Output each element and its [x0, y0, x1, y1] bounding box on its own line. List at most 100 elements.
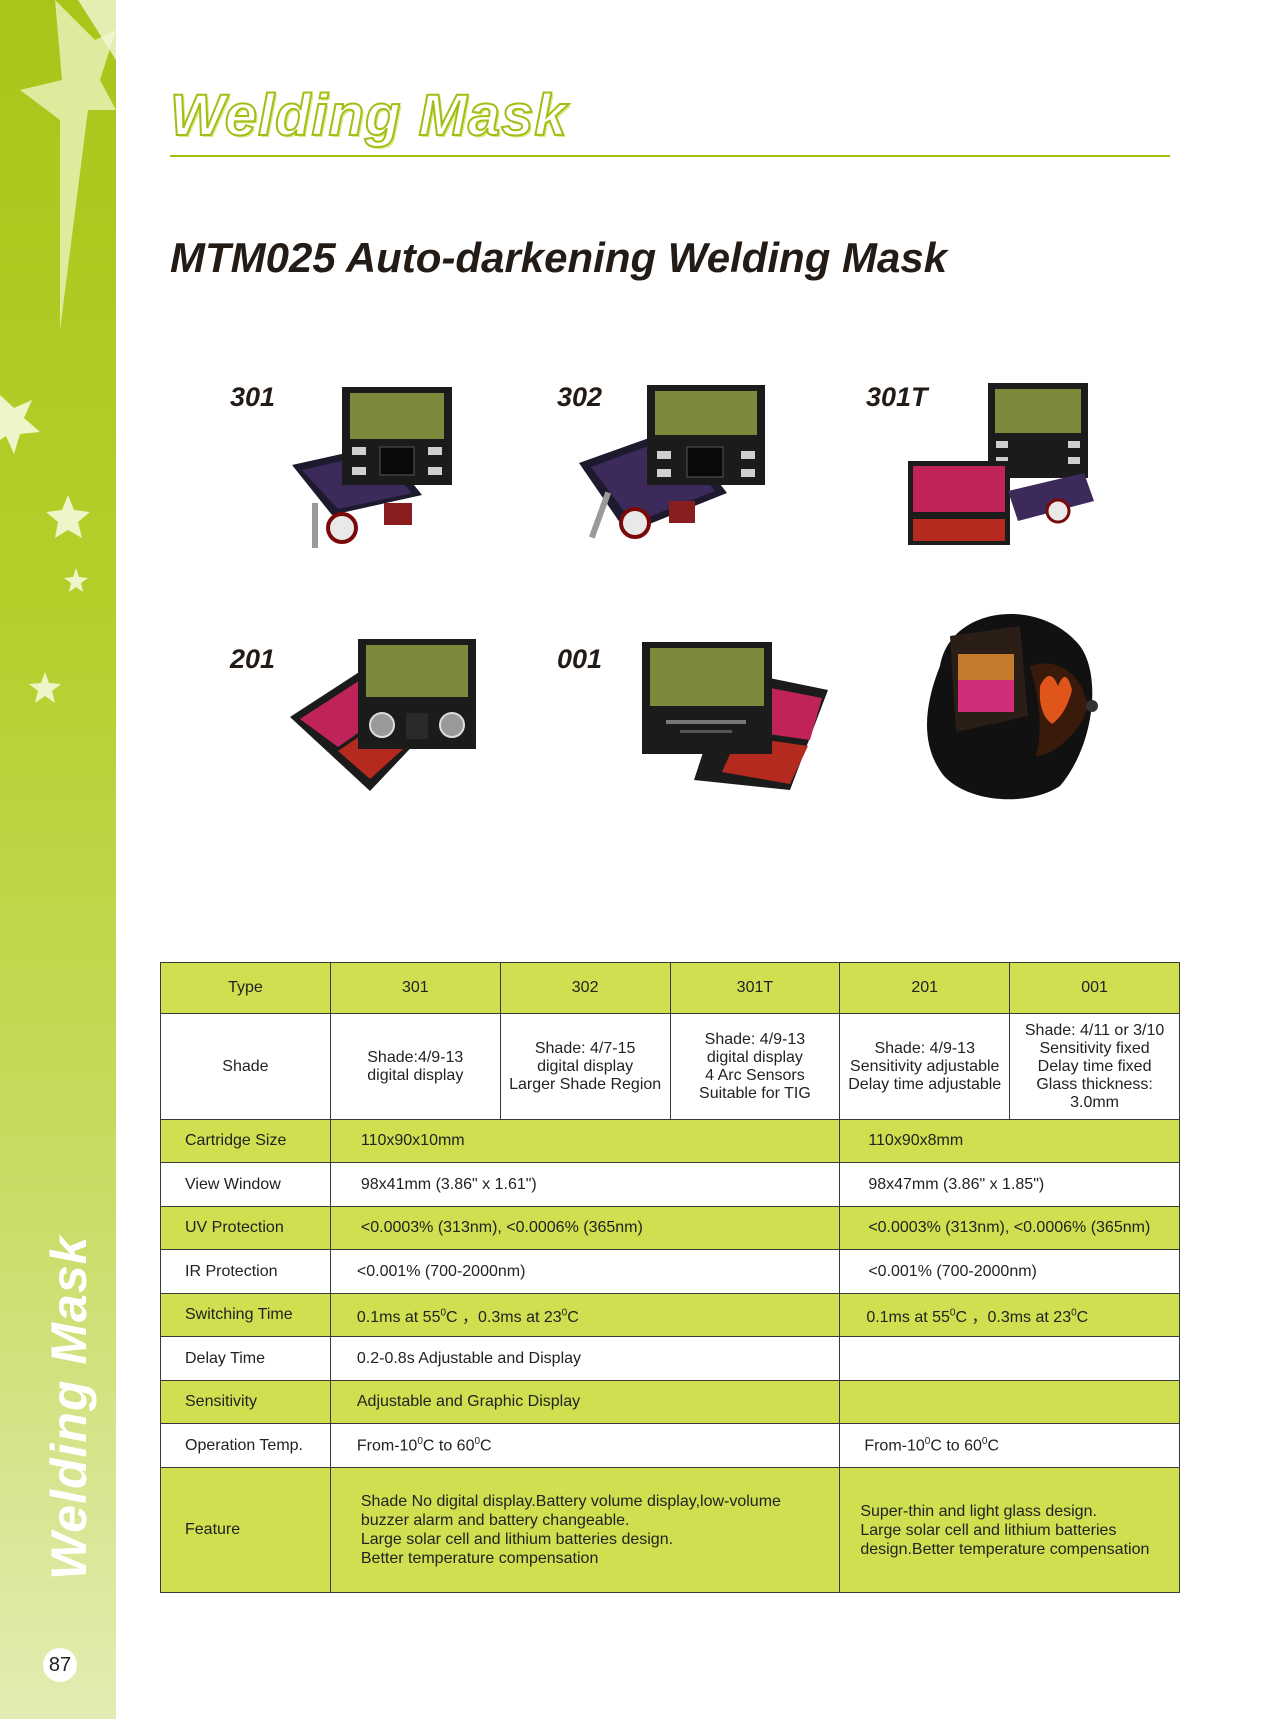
table-row-shade: Shade Shade:4/9-13 digital display Shade… — [160, 1013, 1180, 1120]
cell-line: Better temperature compensation — [360, 1550, 599, 1567]
row-value-right: 98x47mm (3.86" x 1.85") — [839, 1162, 1180, 1207]
row-label: Cartridge Size — [160, 1119, 331, 1163]
cell-line: 4 Arc Sensors — [705, 1066, 805, 1084]
section-title: Welding Mask — [169, 82, 568, 149]
table-row: UV Protection <0.0003% (313nm), <0.0006%… — [160, 1206, 1180, 1250]
shade-cell-001: Shade: 4/11 or 3/10 Sensitivity fixed De… — [1009, 1013, 1180, 1120]
side-vertical-title: Welding Mask — [41, 1235, 97, 1580]
table-row-feature: Feature Shade No digital display.Battery… — [160, 1467, 1180, 1593]
cell-line: Shade: 4/11 or 3/10 — [1024, 1021, 1165, 1039]
shade-cell-301T: Shade: 4/9-13 digital display 4 Arc Sens… — [669, 1013, 841, 1120]
table-header-cell: 301 — [329, 962, 501, 1014]
table-row: View Window 98x41mm (3.86" x 1.61") 98x4… — [160, 1162, 1180, 1207]
cell-line: design.Better temperature compensation — [860, 1540, 1150, 1558]
value-part: C — [1076, 1309, 1089, 1326]
cell-line: Delay time adjustable — [848, 1075, 1002, 1093]
star-icon — [29, 672, 61, 703]
row-value-left: From-100C to 600C — [329, 1423, 841, 1468]
cell-line: Large solar cell and lithium batteries — [860, 1521, 1117, 1539]
row-label: Shade — [160, 1013, 331, 1120]
cell-line: Shade: 4/7-15 — [534, 1039, 636, 1057]
value-part: From-10 — [864, 1437, 925, 1455]
header-divider — [170, 155, 1170, 157]
degree-sup: 0 — [981, 1435, 988, 1447]
product-label-201: 201 — [230, 644, 276, 674]
value-part: C ，0.3ms at 23 — [446, 1309, 562, 1326]
shade-cell-301: Shade:4/9-13 digital display — [329, 1013, 501, 1120]
shade-cell-201: Shade: 4/9-13 Sensitivity adjustable Del… — [839, 1013, 1011, 1120]
row-label: View Window — [160, 1162, 331, 1207]
sparkle-decoration — [0, 0, 116, 703]
cell-line: Shade No digital display.Battery volume … — [360, 1493, 781, 1510]
cell-line: Suitable for TIG — [699, 1084, 811, 1102]
cell-line: Shade: 4/9-13 — [704, 1030, 806, 1048]
row-value-right — [839, 1336, 1180, 1381]
table-row-delay: Delay Time 0.2-0.8s Adjustable and Displ… — [160, 1336, 1180, 1381]
cell-line: Sensitivity fixed — [1039, 1039, 1150, 1057]
row-value-left: 110x90x10mm — [329, 1119, 841, 1163]
degree-sup: 0 — [561, 1307, 568, 1319]
row-value-left: 98x41mm (3.86" x 1.61") — [329, 1162, 841, 1207]
table-header-cell: 201 — [839, 962, 1011, 1014]
table-header-cell: 001 — [1009, 962, 1180, 1014]
product-image-001 — [642, 642, 828, 790]
cell-line: digital display — [537, 1057, 634, 1075]
value-part: C ，0.3ms at 23 — [955, 1309, 1072, 1326]
table-row-sensitivity: Sensitivity Adjustable and Graphic Displ… — [160, 1380, 1180, 1424]
cell-line: buzzer alarm and battery changeable. — [360, 1512, 630, 1529]
spec-table: Type 301 302 301T 201 001 Shade Shade:4/… — [160, 962, 1180, 1593]
row-value-right: From-100C to 600C — [839, 1423, 1180, 1468]
degree-sup: 0 — [440, 1307, 447, 1319]
degree-sup: 0 — [1071, 1307, 1077, 1319]
page-number: 87 — [43, 1648, 77, 1682]
cell-line: Shade:4/9-13 — [367, 1048, 464, 1066]
row-value-right: <0.0003% (313nm), <0.0006% (365nm) — [839, 1206, 1180, 1250]
row-value-left: 0.1ms at 550C ，0.3ms at 230C — [329, 1293, 841, 1337]
table-header-cell: Type — [160, 962, 331, 1014]
degree-sup: 0 — [417, 1435, 423, 1447]
row-label: Sensitivity — [160, 1380, 331, 1424]
product-image-301 — [292, 387, 452, 548]
degree-sup: 0 — [924, 1435, 931, 1447]
product-label-302: 302 — [557, 382, 603, 412]
row-label: UV Protection — [160, 1206, 331, 1250]
cell-line: Delay time fixed — [1037, 1057, 1152, 1075]
product-image-201 — [290, 639, 476, 791]
row-value-right: 110x90x8mm — [839, 1119, 1180, 1163]
degree-sup: 0 — [474, 1435, 481, 1447]
product-image-302 — [579, 385, 765, 539]
table-row-switching: Switching Time 0.1ms at 550C ，0.3ms at 2… — [160, 1293, 1180, 1337]
row-value-left: <0.0003% (313nm), <0.0006% (365nm) — [329, 1206, 841, 1250]
table-row: IR Protection <0.001% (700-2000nm) <0.00… — [160, 1249, 1180, 1294]
cell-line: 3.0mm — [1070, 1093, 1120, 1111]
shade-cell-302: Shade: 4/7-15 digital display Larger Sha… — [499, 1013, 671, 1120]
starburst-ray — [78, 0, 116, 60]
value-part: 0.1ms at 55 — [866, 1309, 950, 1326]
table-row-optemp: Operation Temp. From-100C to 600C From-1… — [160, 1423, 1180, 1468]
value-part: C — [480, 1437, 492, 1455]
cell-line: Larger Shade Region — [509, 1075, 662, 1093]
degree-sup: 0 — [949, 1307, 956, 1319]
star-icon — [46, 495, 90, 538]
cell-line: Sensitivity adjustable — [850, 1057, 1000, 1075]
product-image-helmet — [927, 613, 1098, 800]
feature-left: Shade No digital display.Battery volume … — [329, 1467, 841, 1593]
side-band: Welding Mask 87 — [0, 0, 116, 1719]
cell-line: Large solar cell and lithium batteries d… — [360, 1531, 674, 1548]
table-header-row: Type 301 302 301T 201 001 — [160, 962, 1180, 1014]
product-label-301: 301 — [230, 382, 276, 412]
table-header-cell: 302 — [499, 962, 671, 1014]
cell-line: Glass thickness: — [1036, 1075, 1153, 1093]
star-icon — [0, 395, 40, 454]
row-label: Operation Temp. — [160, 1423, 331, 1468]
page-title: MTM025 Auto-darkening Welding Mask — [170, 234, 948, 281]
product-label-301T: 301T — [866, 382, 928, 412]
row-value-right: 0.1ms at 550C ，0.3ms at 230C — [839, 1293, 1180, 1337]
value-part: C — [567, 1309, 579, 1326]
star-icon — [64, 568, 88, 592]
row-label: Feature — [160, 1467, 331, 1593]
product-image-301T — [908, 383, 1094, 545]
row-value-right — [839, 1380, 1180, 1424]
row-value-left: Adjustable and Graphic Display — [329, 1380, 841, 1424]
value-part: C to 60 — [930, 1437, 982, 1455]
